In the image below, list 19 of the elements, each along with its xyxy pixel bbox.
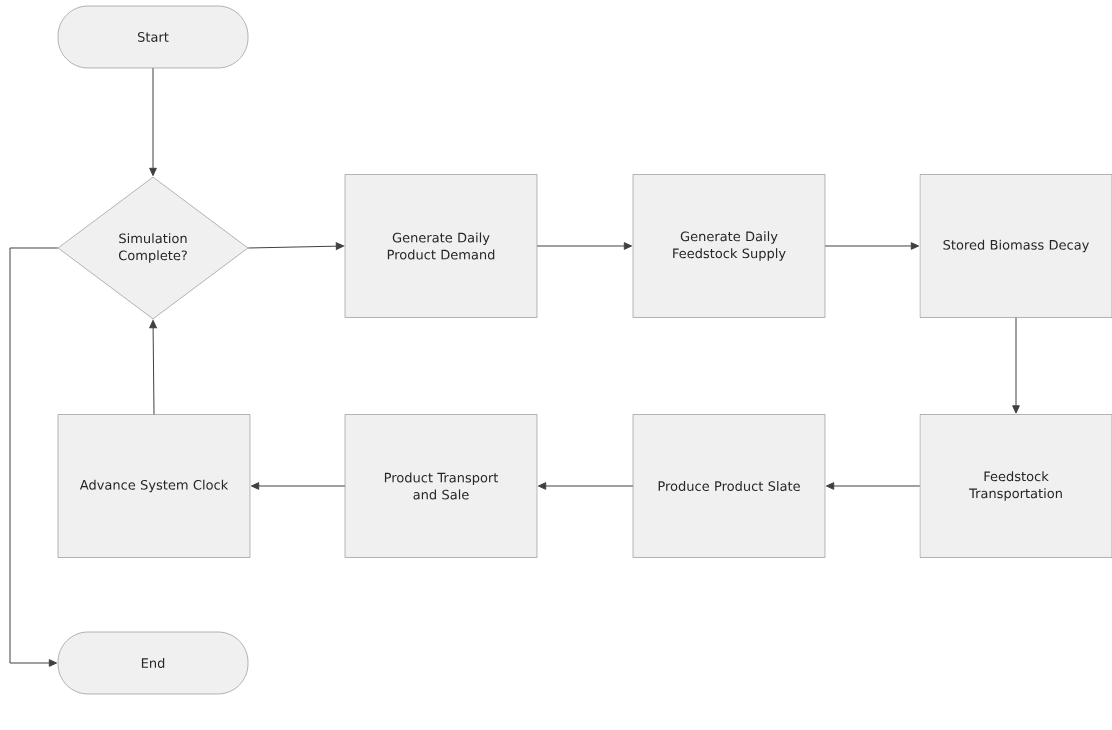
arrow [149,67,157,177]
arrow [250,482,346,490]
process-box: Feedstock Transportation [919,414,1112,558]
arrow [9,247,59,667]
arrow [537,482,634,490]
process-box: Produce Product Slate [632,414,826,558]
arrow [824,242,920,250]
arrow [247,242,345,251]
process-box: Stored Biomass Decay [919,174,1112,318]
terminal-box: End [57,631,249,695]
process-box: Generate Daily Feedstock Supply [632,174,826,318]
process-box: Generate Daily Product Demand [344,174,538,318]
process-box: Product Transport and Sale [344,414,538,558]
terminal-box: Start [57,5,249,69]
arrow [149,319,157,415]
process-box: Advance System Clock [57,414,251,558]
arrow [825,482,921,490]
arrow [1012,317,1020,414]
arrow [536,242,633,250]
